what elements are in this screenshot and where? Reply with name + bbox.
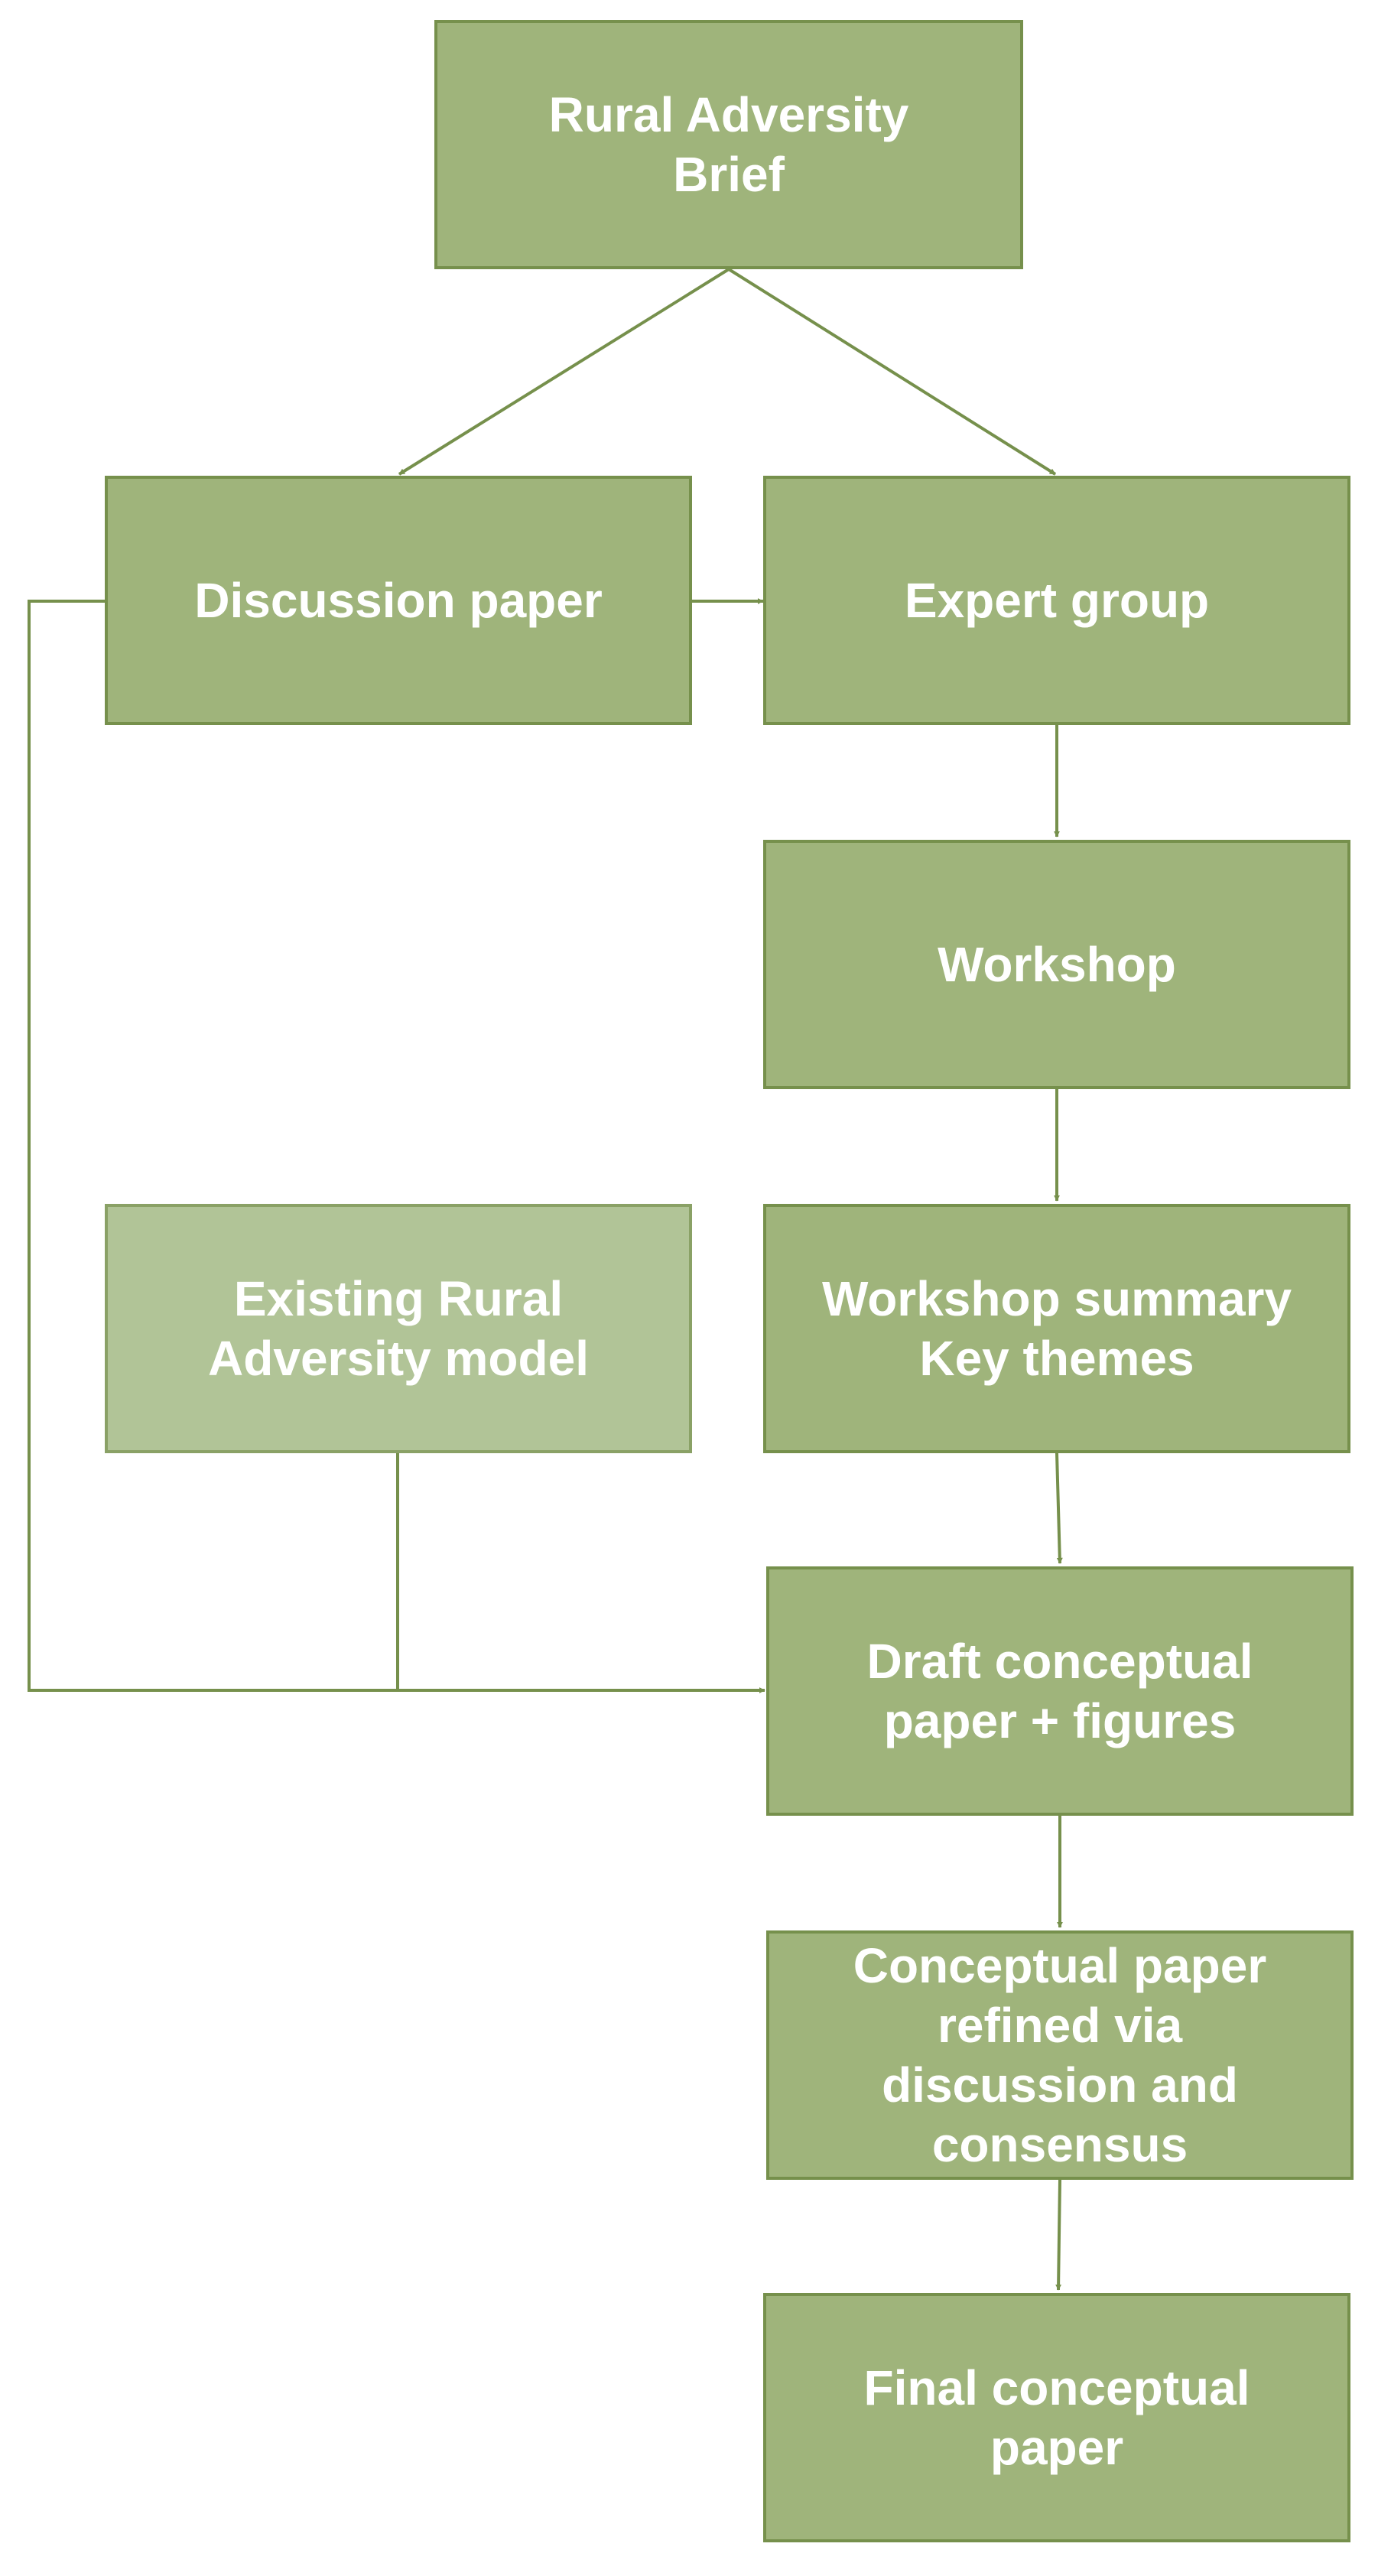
node-discussion-paper: Discussion paper [105, 476, 692, 725]
node-workshop-summary: Workshop summary Key themes [763, 1204, 1350, 1453]
connector-brief-to-expert-group [727, 268, 1057, 476]
node-rural-adversity-brief: Rural Adversity Brief [434, 20, 1023, 269]
node-existing-rural-adversity-model: Existing Rural Adversity model [105, 1204, 692, 1453]
connector-brief-to-discussion-paper [398, 268, 730, 476]
node-expert-group: Expert group [763, 476, 1350, 725]
node-conceptual-paper-refined: Conceptual paper refined via discussion … [766, 1930, 1354, 2180]
node-draft-conceptual-paper: Draft conceptual paper + figures [766, 1566, 1354, 1816]
node-final-conceptual-paper: Final conceptual paper [763, 2293, 1350, 2542]
connector-workshop-summary-to-draft-paper [1055, 1452, 1063, 1564]
connector-refined-paper-to-final-paper [1055, 2179, 1062, 2291]
node-workshop: Workshop [763, 840, 1350, 1089]
